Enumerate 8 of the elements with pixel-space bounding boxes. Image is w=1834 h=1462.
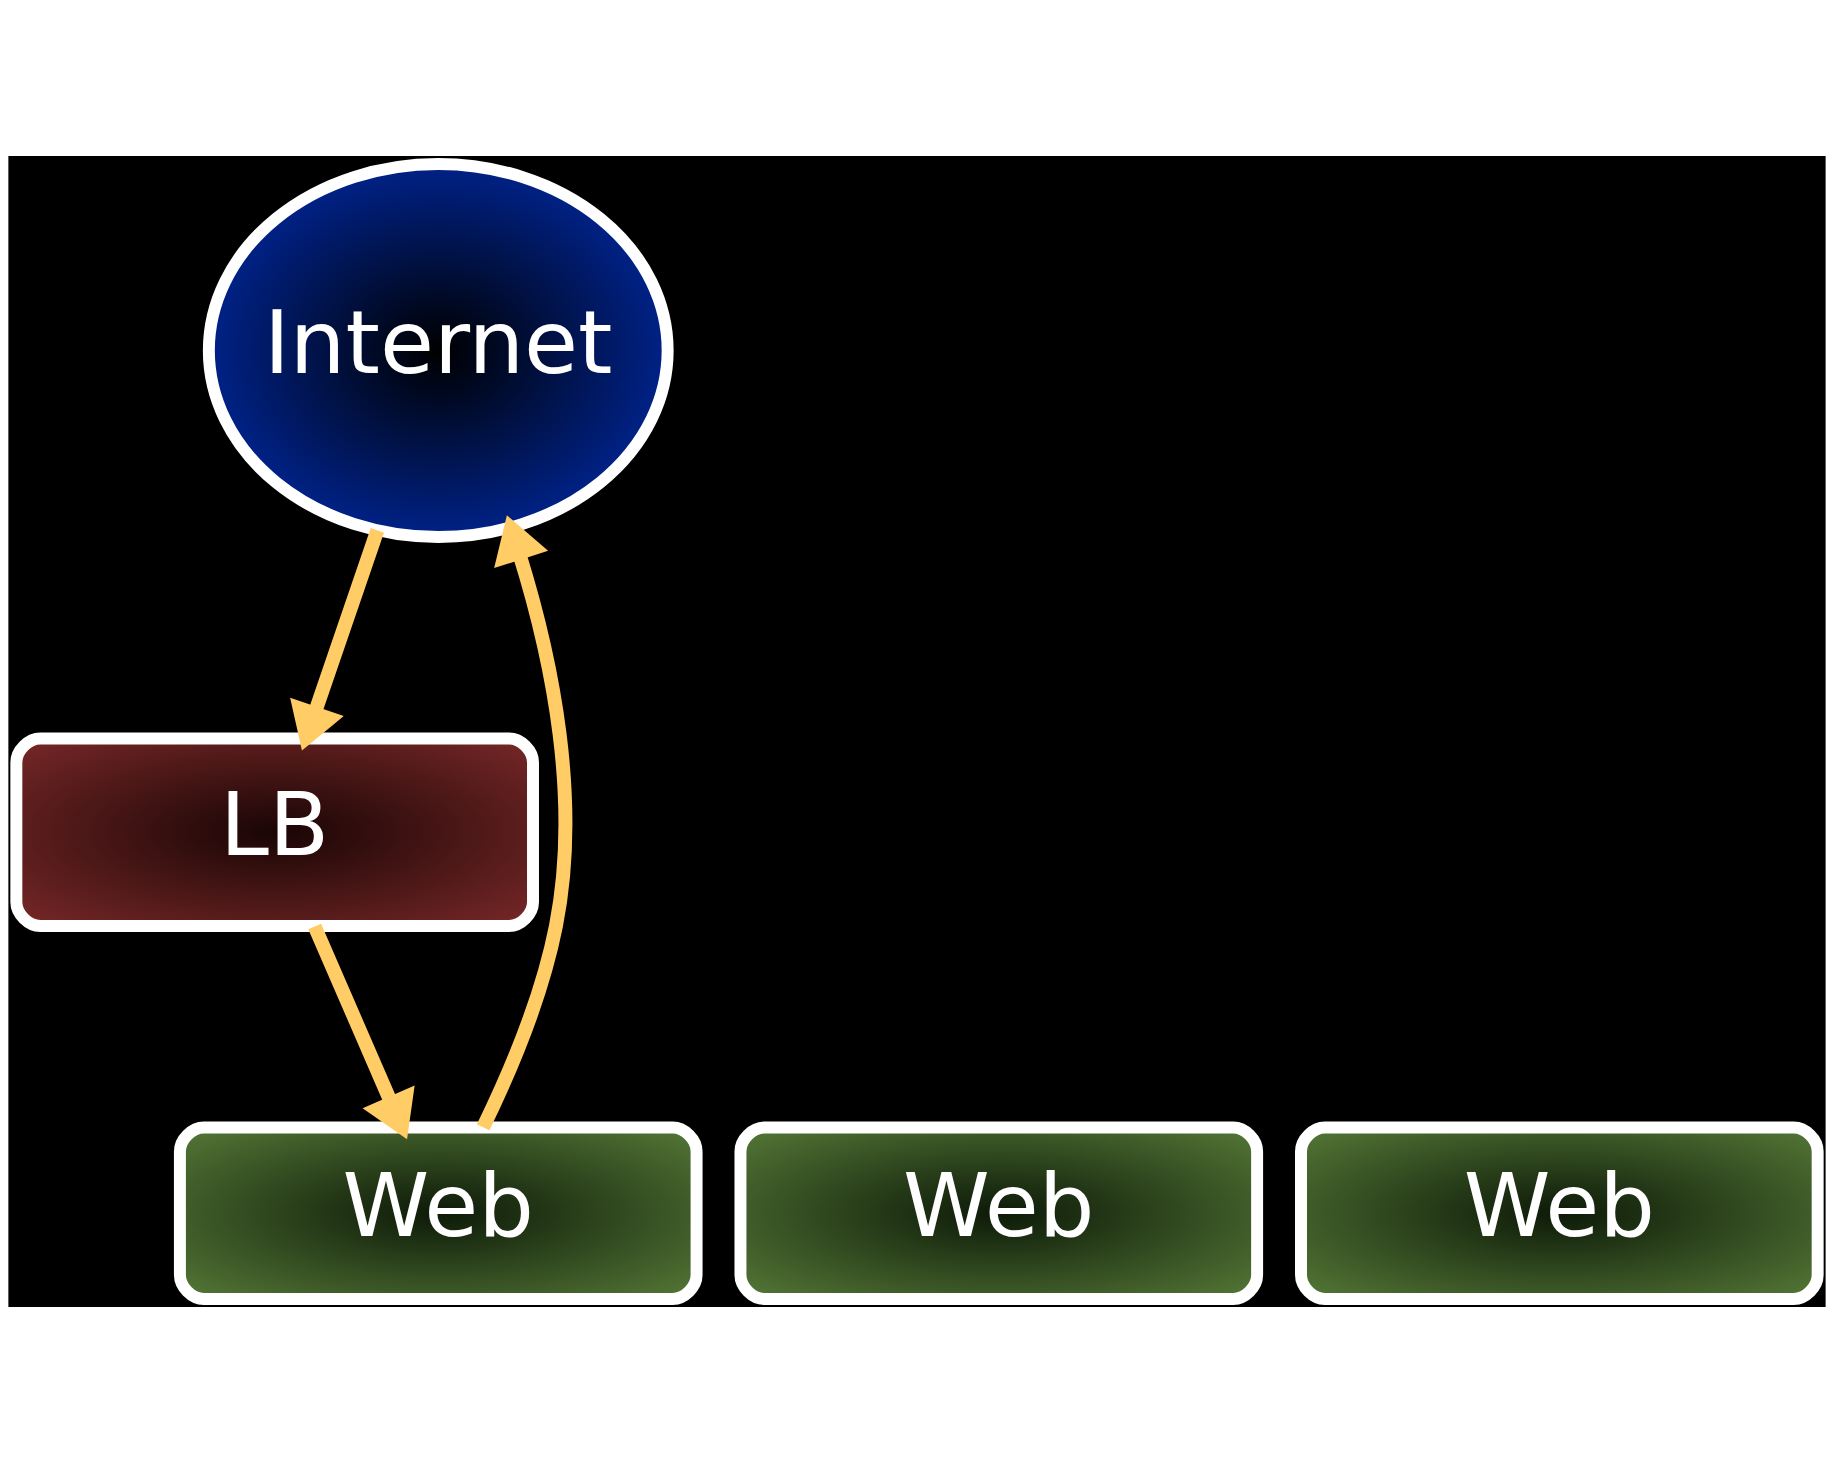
node-box: LB <box>10 732 539 932</box>
node-box: Web <box>734 1121 1264 1305</box>
node-box: Web <box>1295 1121 1824 1305</box>
arrow <box>290 527 384 751</box>
node-box: Web <box>173 1121 703 1305</box>
node-ellipse: Internet <box>202 157 674 543</box>
arrow <box>476 514 573 1130</box>
arrow <box>308 923 415 1139</box>
